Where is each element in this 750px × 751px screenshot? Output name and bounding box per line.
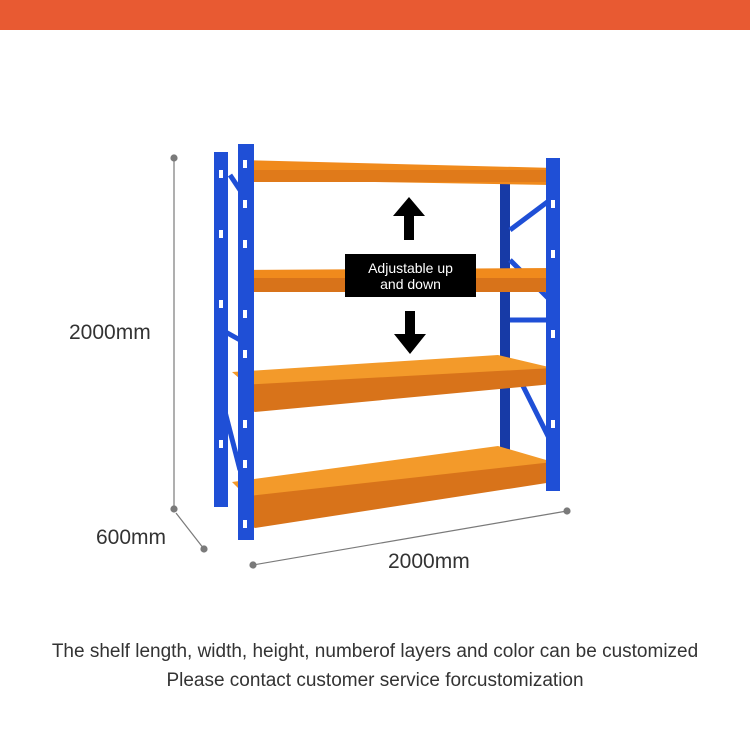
rear-uprights <box>219 173 553 471</box>
rear-left-upright <box>500 180 510 470</box>
width-dimension-label: 2000mm <box>388 550 470 573</box>
width-dimension-line <box>252 510 568 566</box>
front-uprights <box>214 144 560 540</box>
dimension-lines <box>170 154 571 569</box>
depth-dimension-label: 600mm <box>96 526 167 549</box>
width-dimension-right-dot <box>563 507 571 515</box>
callout-line-1: Adjustable up <box>368 259 453 276</box>
caption-line-1: The shelf length, width, height, numbero… <box>51 641 699 662</box>
arrow-down-icon <box>394 311 426 354</box>
adjustable-callout: Adjustable up and down <box>345 254 476 297</box>
depth-dimension-line <box>175 512 205 550</box>
front-left-upright <box>214 152 228 507</box>
depth-dimension-end-dot <box>200 545 208 553</box>
height-dimension-top-dot <box>170 154 178 162</box>
arrow-up-icon <box>393 197 425 240</box>
height-dimension-bottom-dot <box>170 505 178 513</box>
height-dimension-label: 2000mm <box>69 321 151 344</box>
shelf-level-4-beam <box>240 462 553 528</box>
shelf-level-1-beam <box>240 170 552 182</box>
right-side-brace <box>508 198 552 232</box>
upright-slots <box>219 160 555 528</box>
width-dimension-left-dot <box>249 561 257 569</box>
front-left-upright <box>238 144 254 540</box>
callout-line-2: and down <box>380 275 441 292</box>
top-banner <box>0 0 750 30</box>
caption-line-2: Please contact customer service forcusto… <box>166 670 584 691</box>
shelf-level-3-beam <box>240 368 553 412</box>
front-right-upright <box>546 158 560 491</box>
